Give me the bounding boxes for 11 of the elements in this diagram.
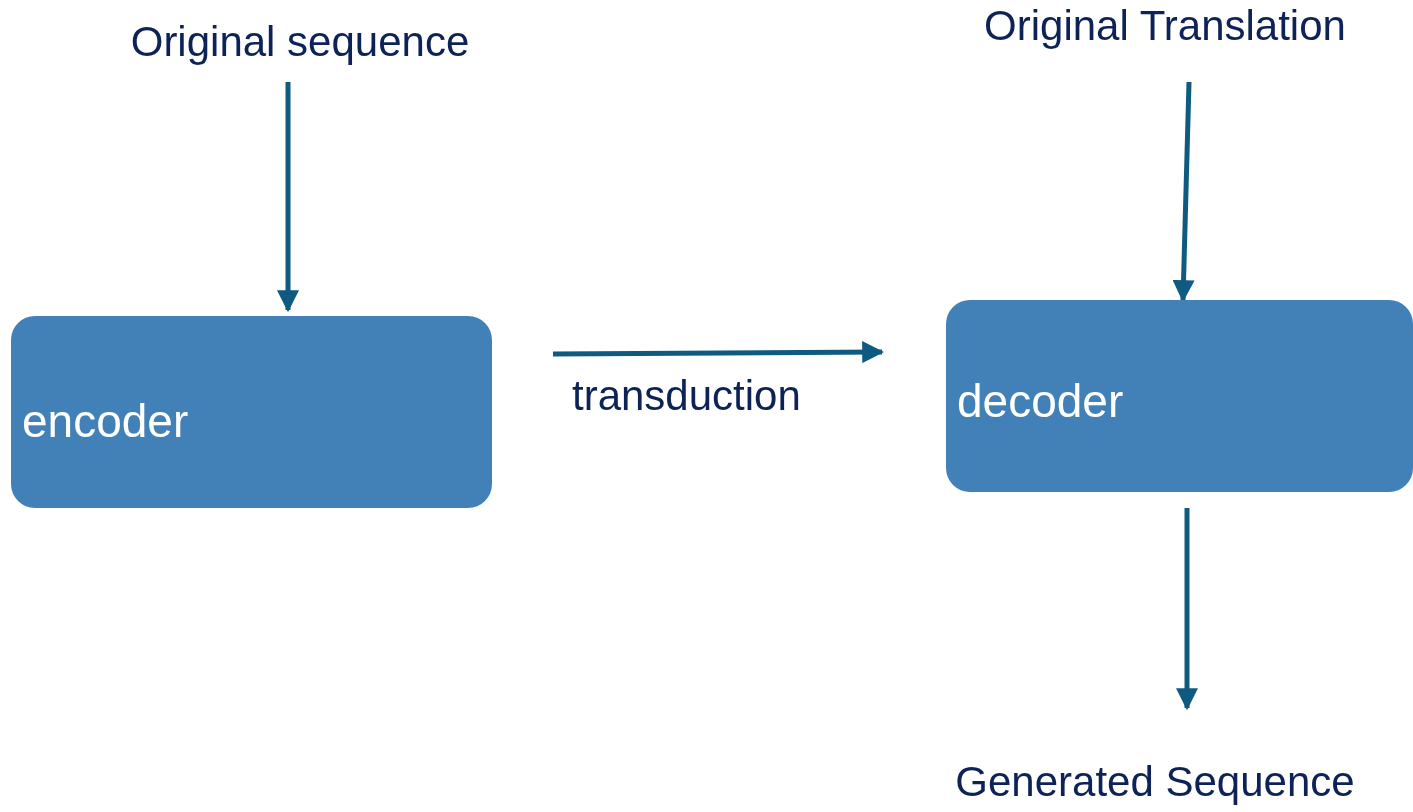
text-label: Original sequence: [90, 18, 510, 72]
arrow: [553, 341, 885, 364]
text-label: Generated Sequence: [910, 758, 1400, 812]
box-label: decoder: [957, 374, 1124, 428]
text-label: Original Translation: [940, 2, 1390, 56]
box-label: encoder: [22, 394, 189, 448]
process-box: [11, 316, 492, 508]
arrow: [1176, 508, 1198, 711]
process-box: [946, 300, 1413, 492]
arrow: [1172, 81, 1195, 303]
arrow: [277, 82, 299, 313]
